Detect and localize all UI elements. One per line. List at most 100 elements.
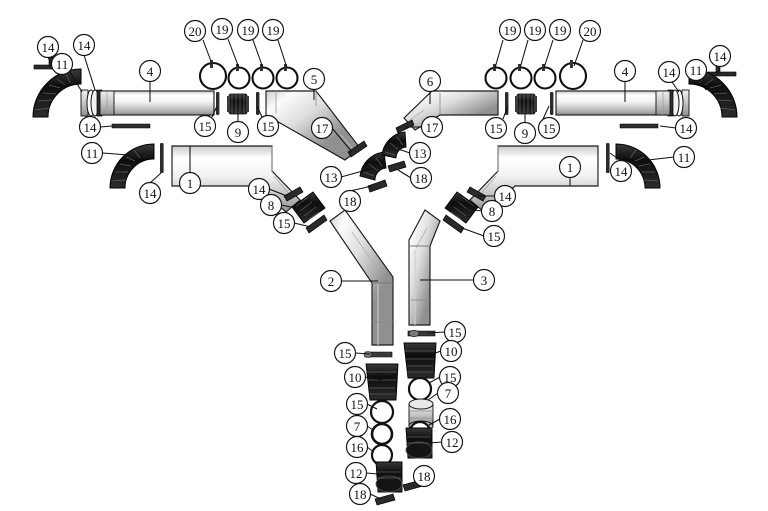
callout-19[interactable]: 19 <box>498 18 522 42</box>
callout-12[interactable]: 12 <box>440 430 464 454</box>
part-13-boot-left <box>359 151 387 181</box>
callout-1[interactable]: 1 <box>178 171 202 195</box>
callout-15[interactable]: 15 <box>272 211 296 235</box>
callout-14[interactable]: 14 <box>36 35 60 59</box>
callout-circle <box>513 121 537 145</box>
callout-16[interactable]: 16 <box>438 407 462 431</box>
callout-15[interactable]: 15 <box>482 224 506 248</box>
callout-circle <box>408 141 432 165</box>
part-9-coupler-left <box>227 93 249 115</box>
callout-19[interactable]: 19 <box>261 18 285 42</box>
callout-17[interactable]: 17 <box>310 116 334 140</box>
callout-14[interactable]: 14 <box>138 181 162 205</box>
callout-18[interactable]: 18 <box>412 464 436 488</box>
part-3-pipe-v-right <box>408 209 441 326</box>
callout-15[interactable]: 15 <box>193 114 217 138</box>
callout-circle <box>484 116 508 140</box>
part-7-ring-stack-left <box>370 422 394 446</box>
part-13-boot-right <box>381 131 407 159</box>
callout-17[interactable]: 17 <box>420 115 444 139</box>
callout-14[interactable]: 14 <box>674 116 698 140</box>
callout-11[interactable]: 11 <box>80 141 104 165</box>
part-15-clamp-left-v <box>305 214 328 234</box>
callout-10[interactable]: 10 <box>343 365 367 389</box>
callout-14[interactable]: 14 <box>72 33 96 57</box>
callout-circle <box>708 44 732 68</box>
callout-15[interactable]: 15 <box>345 392 369 416</box>
callout-18[interactable]: 18 <box>348 482 372 506</box>
callout-7[interactable]: 7 <box>345 414 369 438</box>
callout-4[interactable]: 4 <box>613 59 637 83</box>
bottom-stack-right <box>402 329 437 492</box>
callout-9[interactable]: 9 <box>513 121 537 145</box>
callout-14[interactable]: 14 <box>78 115 102 139</box>
callout-13[interactable]: 13 <box>408 141 432 165</box>
bottom-stack-left <box>363 351 403 506</box>
callout-12[interactable]: 12 <box>344 461 368 485</box>
callout-5[interactable]: 5 <box>302 67 326 91</box>
part-8-coupler-left <box>291 191 326 224</box>
callout-16[interactable]: 16 <box>345 435 369 459</box>
callout-11[interactable]: 11 <box>50 52 74 76</box>
callout-circle <box>412 464 436 488</box>
callout-15[interactable]: 15 <box>256 114 280 138</box>
callout-15[interactable]: 15 <box>537 116 561 140</box>
part-15-clamp-left-b <box>256 92 260 115</box>
callout-7[interactable]: 7 <box>436 381 460 405</box>
part-12-boot-stack-left <box>375 461 403 493</box>
callout-14[interactable]: 14 <box>708 44 732 68</box>
callout-8[interactable]: 8 <box>259 193 283 217</box>
callout-13[interactable]: 13 <box>319 165 343 189</box>
callout-circle <box>409 166 433 190</box>
callout-18[interactable]: 18 <box>409 166 433 190</box>
callout-circle <box>50 52 74 76</box>
callout-10[interactable]: 10 <box>439 339 463 363</box>
part-11-elbow-lower-right <box>615 143 661 189</box>
callout-circle <box>438 407 462 431</box>
part-19-ring-right-3 <box>533 64 557 90</box>
callout-19[interactable]: 19 <box>236 18 260 42</box>
callout-circle <box>178 171 202 195</box>
callout-11[interactable]: 11 <box>672 145 696 169</box>
callout-3[interactable]: 3 <box>472 268 496 292</box>
callout-8[interactable]: 8 <box>480 199 504 223</box>
right-assembly <box>381 63 738 326</box>
callout-4[interactable]: 4 <box>138 59 162 83</box>
callout-circle <box>247 177 271 201</box>
top-clamp-rings-right <box>484 60 588 91</box>
callout-11[interactable]: 11 <box>684 58 708 82</box>
callout-20[interactable]: 20 <box>183 19 207 43</box>
callout-6[interactable]: 6 <box>418 69 442 93</box>
callout-circle <box>272 211 296 235</box>
callout-circle <box>138 181 162 205</box>
callout-15[interactable]: 15 <box>443 320 467 344</box>
callout-circle <box>319 269 343 293</box>
callout-9[interactable]: 9 <box>226 120 250 144</box>
callout-circle <box>523 18 547 42</box>
callout-1[interactable]: 1 <box>558 155 582 179</box>
callout-19[interactable]: 19 <box>548 18 572 42</box>
callout-18[interactable]: 18 <box>338 189 362 213</box>
callout-20[interactable]: 20 <box>578 19 602 43</box>
callout-circle <box>472 268 496 292</box>
part-6-pipe-angled-right <box>403 90 499 131</box>
callout-circle <box>236 18 260 42</box>
callout-circle <box>684 58 708 82</box>
callout-19[interactable]: 19 <box>210 17 234 41</box>
callout-14[interactable]: 14 <box>609 159 633 183</box>
callout-15[interactable]: 15 <box>484 116 508 140</box>
part-14-clamp-left-v <box>283 186 304 202</box>
callout-circle <box>259 193 283 217</box>
part-15-ring-stack-left <box>369 399 395 425</box>
callout-circle <box>537 116 561 140</box>
callout-2[interactable]: 2 <box>319 269 343 293</box>
callout-15[interactable]: 15 <box>333 341 357 365</box>
part-12-boot-stack-right <box>405 427 433 459</box>
callout-circle <box>613 59 637 83</box>
callout-19[interactable]: 19 <box>523 18 547 42</box>
part-10-boot-stack-left <box>365 363 399 401</box>
callout-circle <box>338 189 362 213</box>
callout-14[interactable]: 14 <box>657 60 681 84</box>
